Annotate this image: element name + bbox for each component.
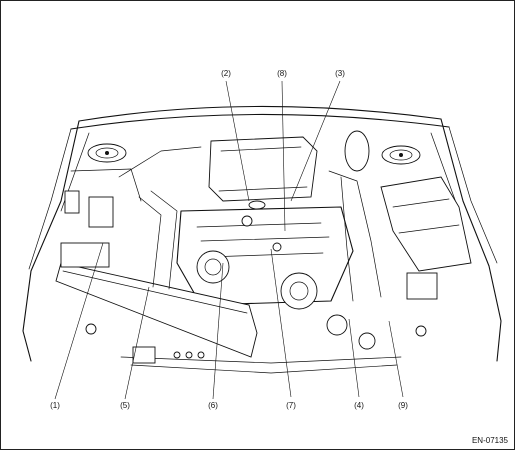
right-components bbox=[326, 130, 472, 350]
callout-label-9: (9) bbox=[398, 401, 408, 410]
front-lower-details bbox=[85, 323, 427, 374]
left-components bbox=[60, 146, 202, 268]
intercooler-cover bbox=[208, 136, 318, 210]
callout-label-1: (1) bbox=[50, 401, 60, 410]
figure-code: EN-07135 bbox=[471, 436, 508, 445]
air-intake-duct bbox=[55, 190, 258, 358]
left-strut-tower bbox=[87, 143, 127, 163]
callout-label-7: (7) bbox=[286, 401, 296, 410]
callout-leader-lines bbox=[54, 80, 404, 400]
callout-label-8: (8) bbox=[277, 69, 287, 78]
engine-block bbox=[176, 206, 354, 310]
vehicle-body-outline bbox=[22, 105, 502, 362]
callout-label-6: (6) bbox=[208, 401, 218, 410]
callout-label-2: (2) bbox=[221, 69, 231, 78]
callout-label-5: (5) bbox=[120, 401, 130, 410]
callout-label-3: (3) bbox=[335, 69, 345, 78]
callout-label-4: (4) bbox=[354, 401, 364, 410]
right-strut-tower bbox=[381, 145, 421, 165]
